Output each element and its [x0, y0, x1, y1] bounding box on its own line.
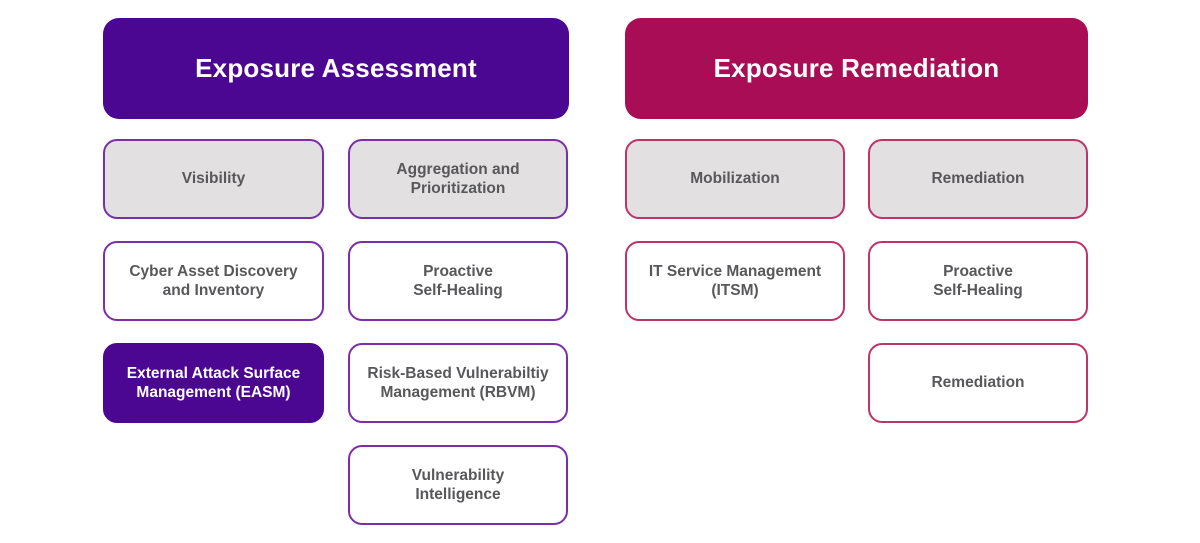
box-remediation: Remediation — [868, 139, 1088, 219]
exposure-assessment-header: Exposure Assessment — [103, 18, 569, 119]
exposure-remediation-header: Exposure Remediation — [625, 18, 1088, 119]
box-remediation: Remediation — [868, 343, 1088, 423]
box-external-attack-surface-management-easm: External Attack Surface Management (EASM… — [103, 343, 324, 423]
box-mobilization: Mobilization — [625, 139, 845, 219]
box-vulnerability-intelligence: Vulnerability Intelligence — [348, 445, 568, 525]
remediation-column-1: Mobilization IT Service Management (ITSM) — [625, 139, 845, 321]
box-proactive-self-healing: Proactive Self-Healing — [868, 241, 1088, 321]
box-visibility: Visibility — [103, 139, 324, 219]
box-aggregation-and-prioritization: Aggregation and Prioritization — [348, 139, 568, 219]
box-risk-based-vulnerabiltiy-management-rbvm: Risk-Based Vulnerabiltiy Management (RBV… — [348, 343, 568, 423]
box-it-service-management-itsm: IT Service Management (ITSM) — [625, 241, 845, 321]
box-proactive-self-healing: Proactive Self-Healing — [348, 241, 568, 321]
box-cyber-asset-discovery-and-inventory: Cyber Asset Discovery and Inventory — [103, 241, 324, 321]
